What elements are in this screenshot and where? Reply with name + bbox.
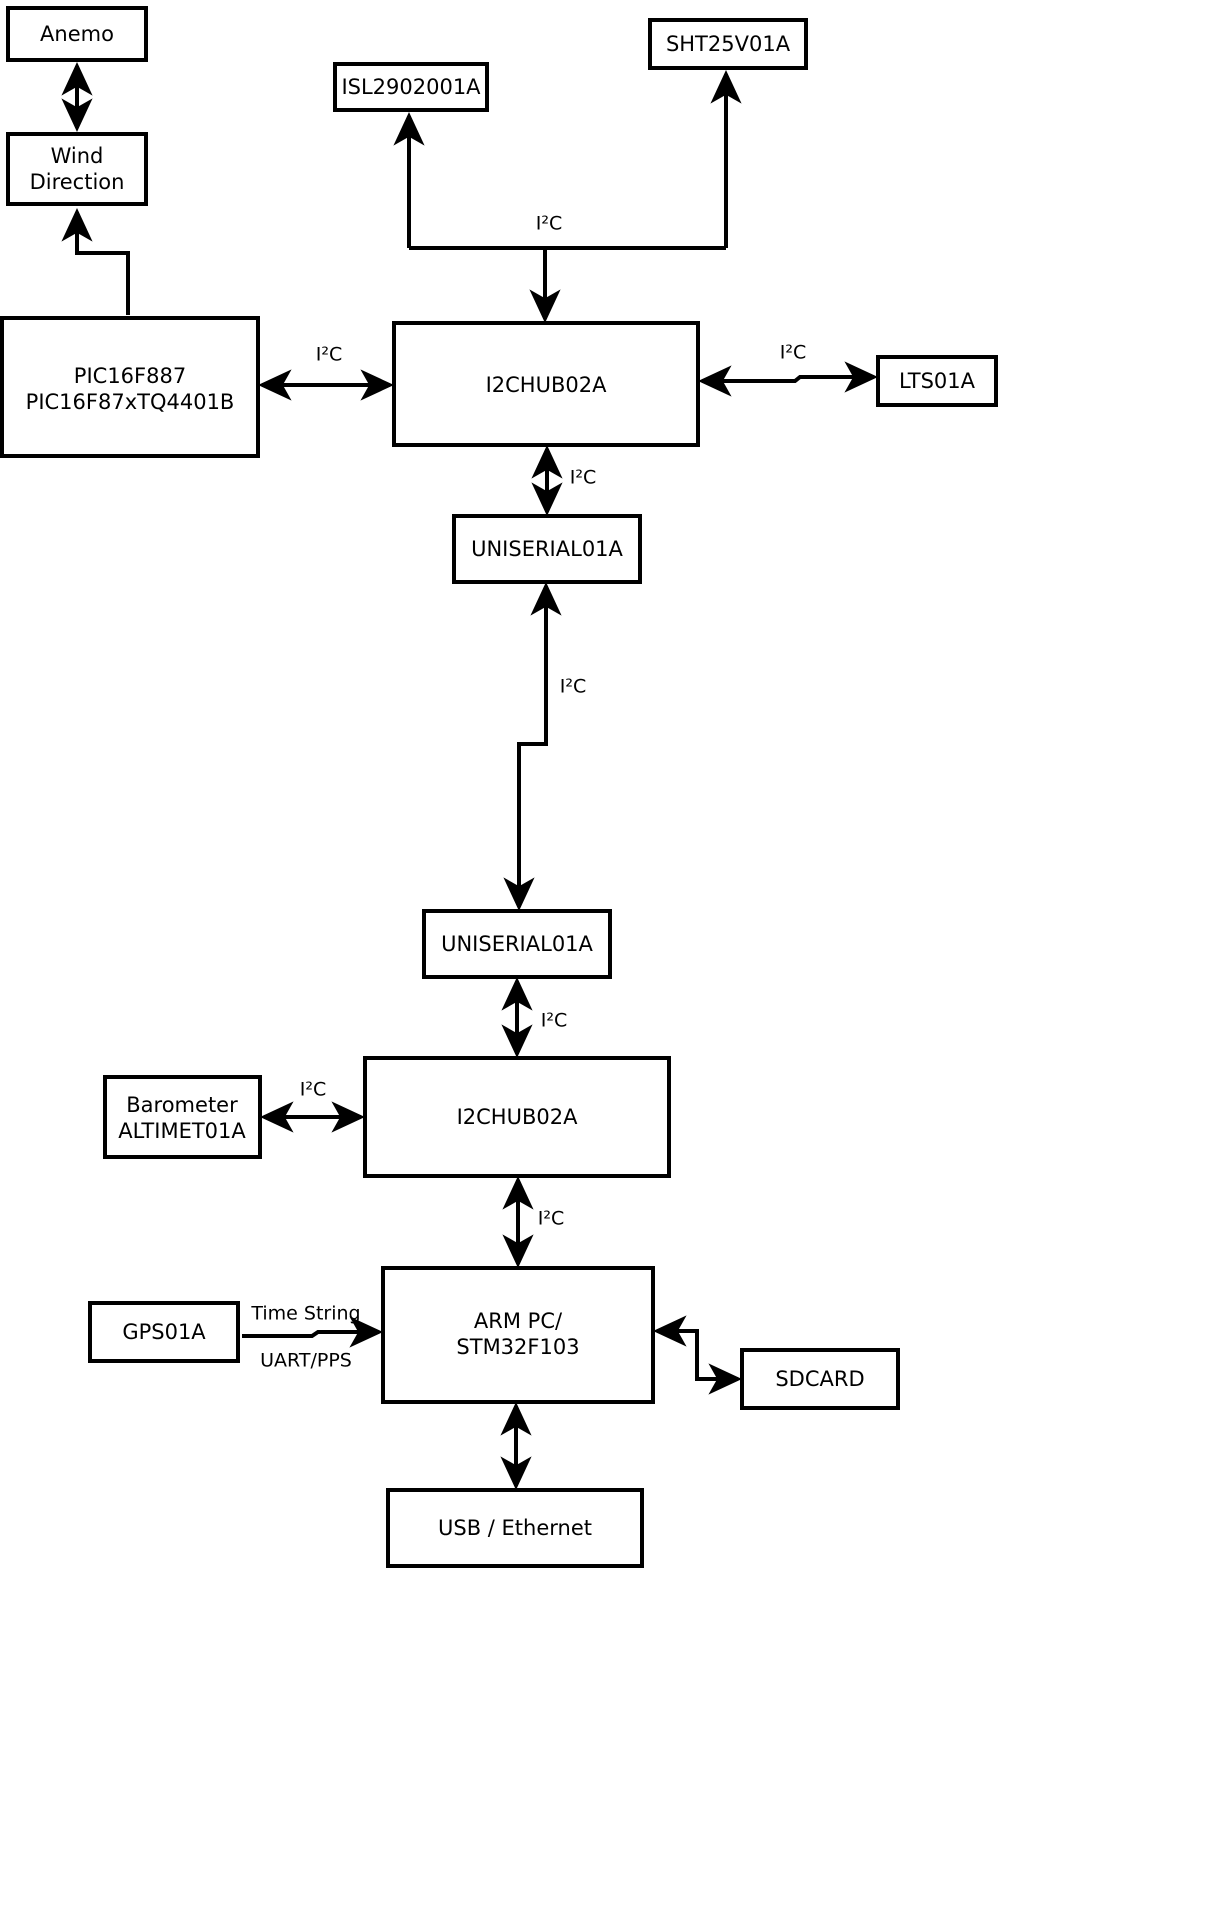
node-pic-label-line1: PIC16F887 — [74, 364, 186, 388]
node-sht25v01a[interactable]: SHT25V01A — [648, 18, 808, 70]
node-i2chub02a-top-box[interactable] — [392, 321, 700, 447]
node-lts01a-label: LTS01A — [899, 369, 976, 393]
node-barometer-label-line2: ALTIMET01A — [118, 1119, 246, 1143]
node-lts01a[interactable]: LTS01A — [876, 355, 998, 407]
node-usb-ethernet[interactable]: USB / Ethernet — [386, 1488, 644, 1568]
node-sht25v01a-label: SHT25V01A — [666, 32, 791, 56]
node-sdcard-box[interactable] — [740, 1348, 900, 1410]
edge-label-gps-time-string: Time String — [250, 1303, 360, 1325]
edge-label-i2c-uniserial-link: I²C — [560, 676, 587, 698]
node-lts01a-box[interactable] — [876, 355, 998, 407]
node-arm-pc-stm32f103-box[interactable] — [381, 1266, 655, 1404]
node-sht25v01a-box[interactable] — [648, 18, 808, 70]
edge-gps-armpc — [242, 1316, 384, 1348]
node-uniserial01a-top[interactable]: UNISERIAL01A — [452, 514, 642, 584]
edge-label-i2c-hub-uniserial: I²C — [570, 467, 597, 489]
node-i2chub02a-bottom-label: I2CHUB02A — [457, 1105, 579, 1129]
edge-hub-top-lts — [698, 361, 879, 397]
edge-label-i2c-uniserial-hub2: I²C — [541, 1010, 568, 1032]
node-arm-pc-label-line2: STM32F103 — [456, 1335, 579, 1359]
node-wind-direction-label-line1: Wind — [51, 144, 104, 168]
edge-label-i2c-hub2-armpc: I²C — [538, 1208, 565, 1230]
edge-pic-wind — [61, 207, 130, 315]
node-usb-ethernet-box[interactable] — [386, 1488, 644, 1568]
node-uniserial01a-bottom-label: UNISERIAL01A — [441, 932, 593, 956]
edge-label-i2c-barometer-hub: I²C — [300, 1079, 327, 1101]
node-uniserial01a-bottom[interactable]: UNISERIAL01A — [422, 909, 612, 979]
edge-label-i2c-bus-top: I²C — [536, 213, 563, 235]
edge-label-i2c-pic-hub: I²C — [316, 344, 343, 366]
node-pic-label-line2: PIC16F87xTQ4401B — [26, 390, 235, 414]
node-gps01a[interactable]: GPS01A — [88, 1301, 240, 1363]
node-wind-direction-label-line2: Direction — [30, 170, 125, 194]
node-gps01a-label: GPS01A — [122, 1320, 206, 1344]
edge-uniserial-top-to-bottom — [503, 582, 562, 912]
node-i2chub02a-bottom-box[interactable] — [363, 1056, 671, 1178]
node-barometer-altimet01a-box[interactable] — [103, 1075, 262, 1159]
node-isl2902001a[interactable]: ISL2902001A — [333, 62, 489, 112]
node-anemo[interactable]: Anemo — [6, 6, 148, 62]
node-anemo-box[interactable] — [6, 6, 148, 62]
node-pic-microcontroller[interactable]: PIC16F887 PIC16F87xTQ4401B — [0, 316, 260, 458]
node-uniserial01a-top-box[interactable] — [452, 514, 642, 584]
node-sdcard-label: SDCARD — [775, 1367, 864, 1391]
edge-armpc-sdcard — [653, 1315, 743, 1395]
node-i2chub02a-top-label: I2CHUB02A — [486, 373, 608, 397]
edge-label-i2c-hub-lts: I²C — [780, 342, 807, 364]
node-uniserial01a-bottom-box[interactable] — [422, 909, 612, 979]
node-pic-microcontroller-box[interactable] — [0, 316, 260, 458]
node-anemo-label: Anemo — [40, 22, 114, 46]
node-arm-pc-label-line1: ARM PC/ — [474, 1309, 563, 1333]
node-i2chub02a-top[interactable]: I2CHUB02A — [392, 321, 700, 447]
node-uniserial01a-top-label: UNISERIAL01A — [471, 537, 623, 561]
node-i2chub02a-bottom[interactable]: I2CHUB02A — [363, 1056, 671, 1178]
edge-label-gps-uart-pps: UART/PPS — [260, 1350, 352, 1372]
node-barometer-altimet01a[interactable]: Barometer ALTIMET01A — [103, 1075, 262, 1159]
node-wind-direction[interactable]: Wind Direction — [6, 132, 148, 206]
node-barometer-label-line1: Barometer — [126, 1093, 238, 1117]
node-usb-ethernet-label: USB / Ethernet — [438, 1516, 592, 1540]
node-isl2902001a-label: ISL2902001A — [341, 75, 481, 99]
node-sdcard[interactable]: SDCARD — [740, 1348, 900, 1410]
node-wind-direction-box[interactable] — [6, 132, 148, 206]
node-arm-pc-stm32f103[interactable]: ARM PC/ STM32F103 — [381, 1266, 655, 1404]
node-isl2902001a-box[interactable] — [333, 62, 489, 112]
node-gps01a-box[interactable] — [88, 1301, 240, 1363]
